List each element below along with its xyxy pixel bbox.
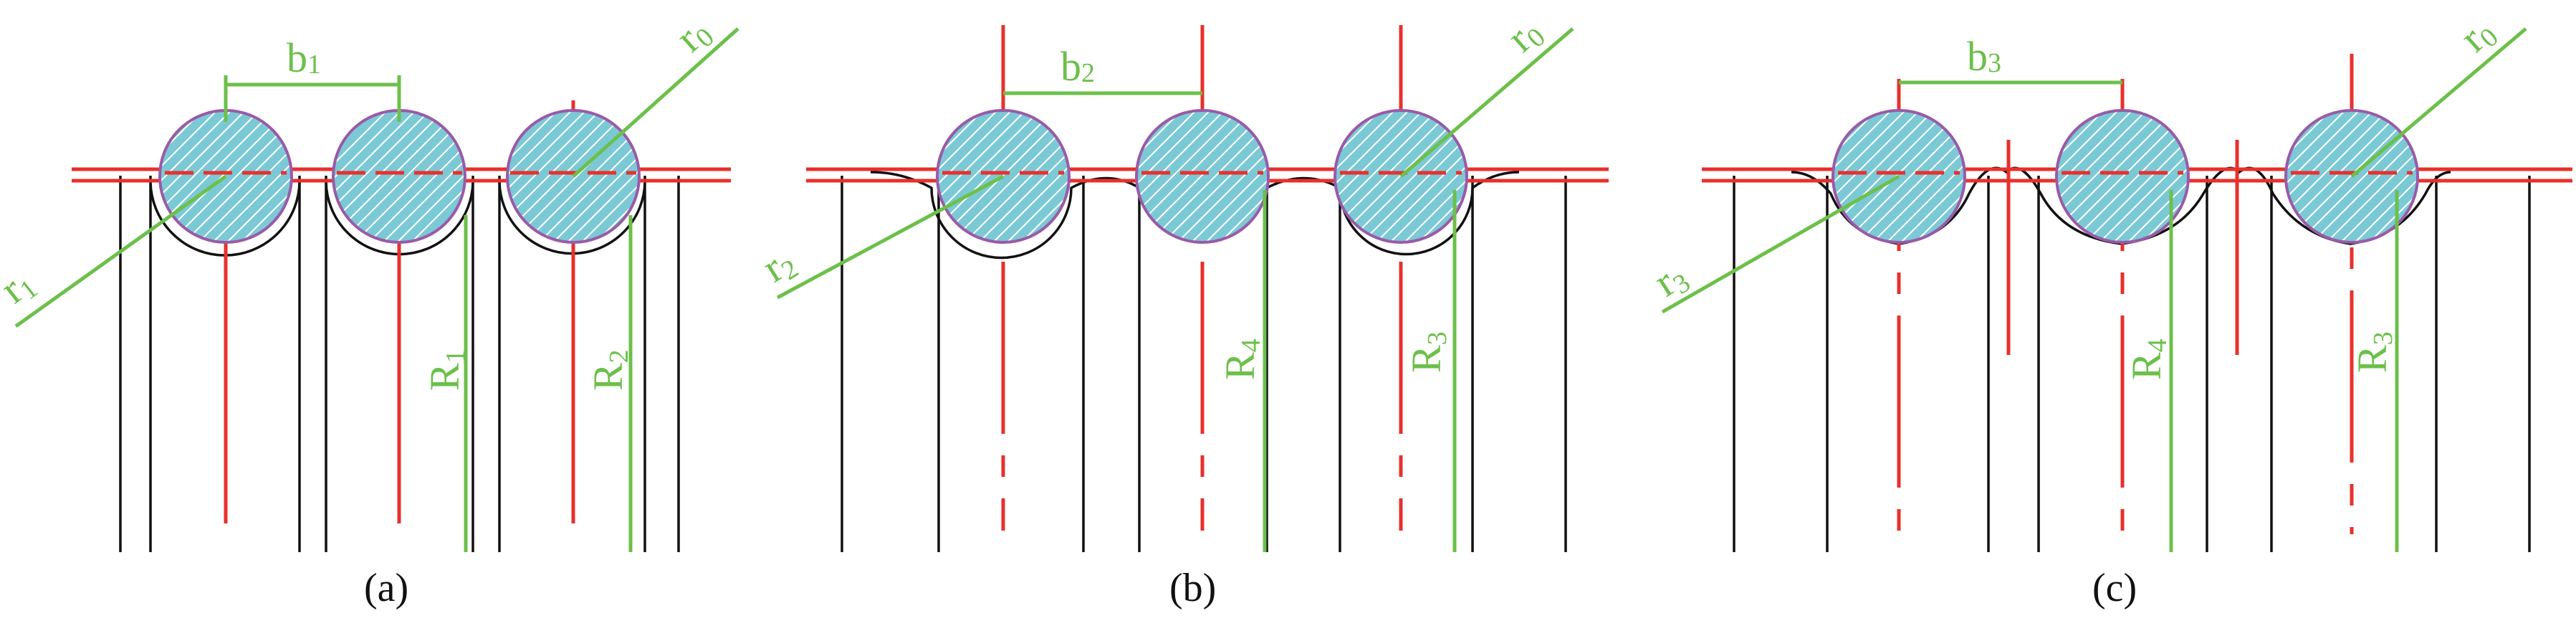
dimensions-b	[776, 27, 1574, 552]
groove-radius-label-c: r3	[1646, 252, 1696, 308]
pitch-label-a: b1	[287, 34, 321, 81]
groove-radius-label-b: r2	[754, 237, 803, 294]
plate-lines-b	[841, 176, 1567, 552]
plate-lines-c	[1733, 176, 2531, 552]
plate-lines-a	[119, 176, 680, 552]
ball	[1135, 109, 1270, 244]
radius-label-a-1: R1	[421, 349, 471, 391]
pitch-label-c: b3	[1967, 33, 2001, 80]
panel-b: b2 r0 r2 R4 R3 (b)	[754, 16, 1609, 610]
radius-label-b-1: R4	[1217, 338, 1266, 380]
caption-c: (c)	[2092, 566, 2137, 610]
radius-label-c-2: R3	[2349, 331, 2398, 373]
balls-c	[1832, 109, 2419, 244]
dimensions-c	[1661, 27, 2527, 552]
caption-a: (a)	[364, 566, 408, 610]
panel-c: b3 r0 r3 R4 R3 (c)	[1646, 16, 2572, 610]
ball-radius-label-a: r0	[666, 8, 720, 63]
ball	[2055, 109, 2190, 244]
pitch-label-b: b2	[1060, 43, 1095, 90]
radius-label-a-2: R2	[585, 349, 634, 391]
radius-label-b-2: R3	[1403, 331, 1452, 373]
radius-label-c-1: R4	[2123, 338, 2173, 380]
panel-a: b1 r0 r1 R1 R2 (a)	[0, 8, 739, 610]
ball	[332, 109, 466, 244]
balls-b	[936, 109, 1468, 244]
dimensions-a	[14, 27, 739, 552]
groove-radius-label-a: r1	[0, 258, 44, 314]
balls-a	[158, 109, 641, 244]
caption-b: (b)	[1169, 566, 1216, 610]
